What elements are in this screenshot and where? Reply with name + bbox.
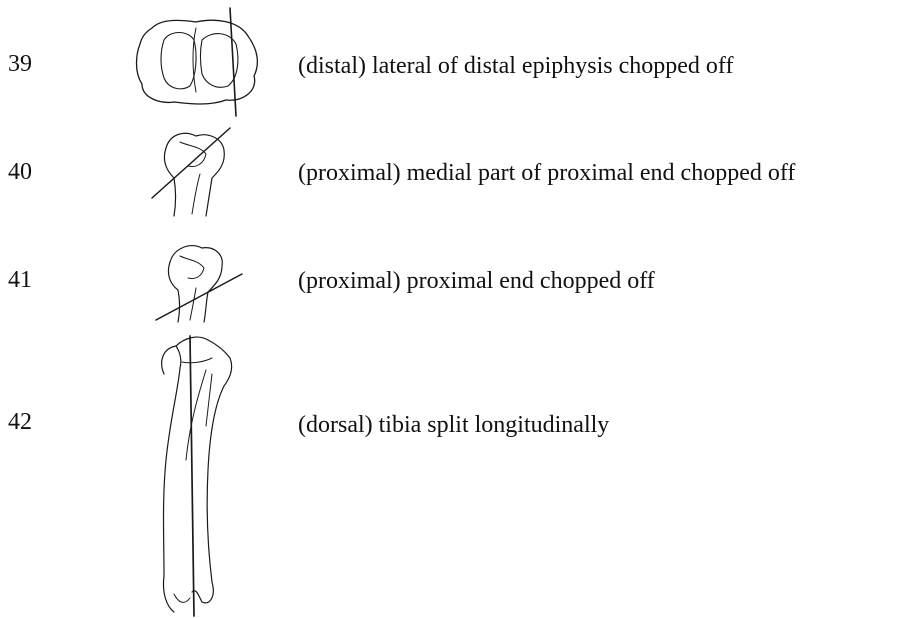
entry-description: (dorsal) tibia split longitudinally xyxy=(298,411,609,439)
entry-number: 39 xyxy=(8,50,32,78)
entry-description: (proximal) proximal end chopped off xyxy=(298,267,655,295)
tibia-sketch-icon xyxy=(150,330,246,616)
proximal-end-sketch-icon xyxy=(150,240,246,324)
entry-number: 41 xyxy=(8,266,32,294)
entry-number: 42 xyxy=(8,408,32,436)
proximal-end-sketch-icon xyxy=(148,124,244,220)
entry-number: 40 xyxy=(8,158,32,186)
entry-description: (distal) lateral of distal epiphysis cho… xyxy=(298,52,733,80)
entry-description: (proximal) medial part of proximal end c… xyxy=(298,159,795,187)
distal-epiphysis-sketch-icon xyxy=(130,6,260,118)
